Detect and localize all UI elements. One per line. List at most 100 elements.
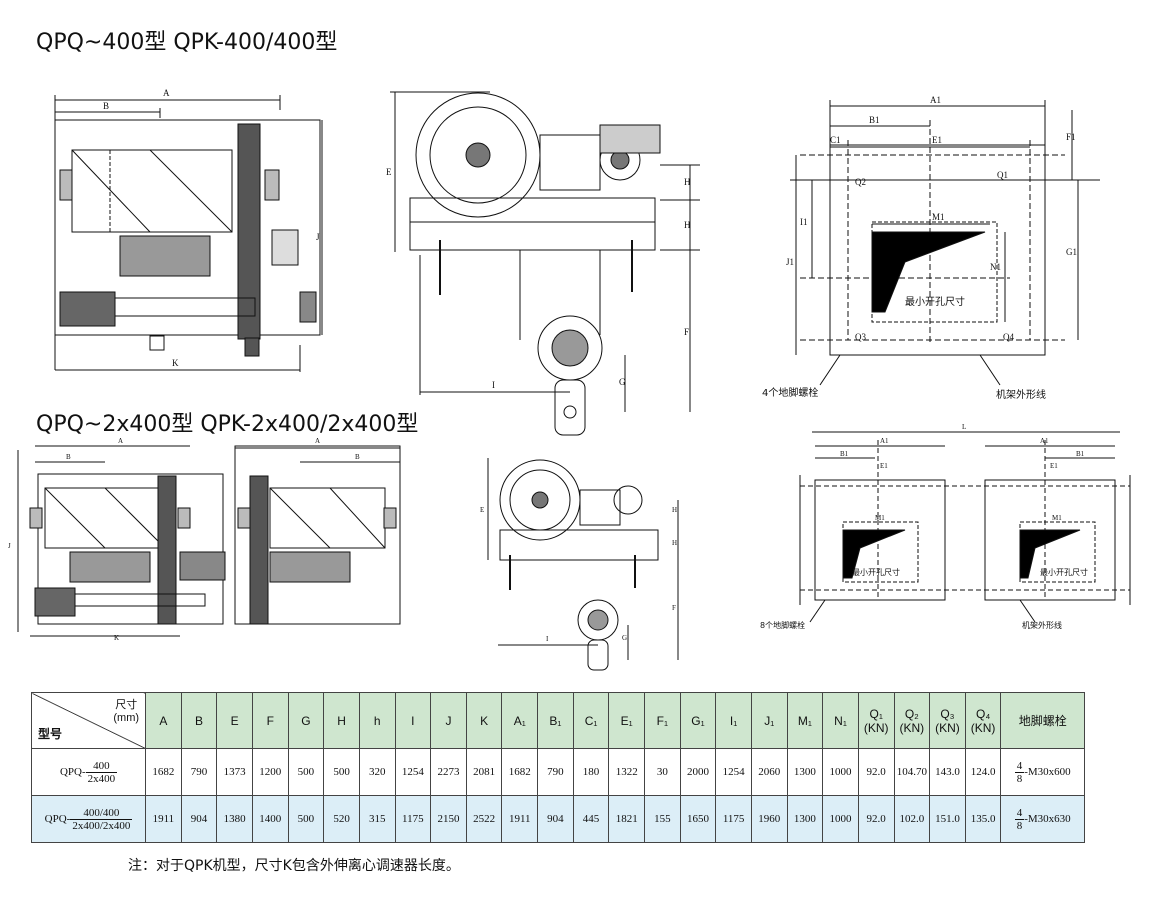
- table-cell: 155: [644, 795, 681, 843]
- table-cell: 1175: [715, 795, 752, 843]
- column-header: M₁: [786, 692, 824, 749]
- column-header: I: [394, 692, 432, 749]
- dim-label-e1-right: E1: [1050, 462, 1058, 470]
- dim-label-h2-double: H: [672, 539, 677, 547]
- dim-label-b1-left: B1: [840, 450, 849, 458]
- dim-label-b-double-left: B: [66, 453, 71, 461]
- table-cell: 2150: [430, 795, 467, 843]
- column-header: B₁: [537, 692, 574, 749]
- min-opening-label-right: 最小开孔尺寸: [1040, 567, 1088, 577]
- dim-label-g: G: [619, 377, 626, 387]
- column-header: E: [216, 692, 253, 749]
- dim-label-m1-left: M1: [875, 514, 885, 522]
- bolt-spec: -M30x600: [1024, 765, 1071, 778]
- table-cell: 790: [180, 748, 218, 796]
- dim-label-b-double-right: B: [355, 453, 360, 461]
- dim-label-n1: N1: [990, 262, 1001, 272]
- model-denominator: 2x400: [87, 772, 116, 785]
- dim-label-e-double: E: [480, 506, 484, 514]
- table-cell: 151.0: [929, 795, 966, 843]
- table-cell: 1373: [216, 748, 253, 796]
- dim-label-g-double: G: [622, 634, 627, 642]
- plan-view-double: [17, 445, 401, 637]
- column-header: F₁: [644, 692, 681, 749]
- table-cell: 1380: [216, 795, 253, 843]
- table-cell: 143.0: [929, 748, 966, 796]
- label-q1: Q1: [997, 170, 1008, 180]
- dim-label-m1: M1: [932, 212, 945, 222]
- column-header: Q₄ (KN): [964, 692, 1002, 749]
- dim-label-a: A: [163, 88, 170, 98]
- table-cell: 904: [537, 795, 574, 843]
- label-q3: Q3: [855, 332, 866, 342]
- table-cell: 2000: [679, 748, 717, 796]
- table-cell: 102.0: [893, 795, 931, 843]
- table-cell: 500: [287, 795, 325, 843]
- footnote: 注：对于QPK机型，尺寸K包含外伸离心调速器长度。: [128, 858, 460, 874]
- corner-dimension-label: 尺寸: [115, 699, 138, 711]
- spec-table-corner: 尺寸(mm) 型号: [30, 692, 147, 749]
- table-cell: 2522: [465, 795, 503, 843]
- foundation-plan-double: [799, 431, 1131, 623]
- dim-label-h2: H: [684, 220, 691, 230]
- table-cell: 92.0: [857, 795, 895, 843]
- model-numerator: 400: [85, 760, 118, 773]
- model-denominator: 2x400/2x400: [72, 819, 131, 832]
- dim-label-e1: E1: [932, 135, 942, 145]
- bolt-spec: -M30x630: [1024, 812, 1071, 825]
- dim-label-a1: A1: [930, 95, 941, 105]
- dim-label-j-double: J: [8, 542, 11, 550]
- dim-label-a-double-left: A: [118, 437, 123, 445]
- table-cell: 1000: [822, 748, 859, 796]
- label-q4: Q4: [1003, 332, 1014, 342]
- dim-label-i-double: I: [546, 635, 549, 643]
- model-prefix: QPQ-: [44, 812, 71, 825]
- dim-label-a-double-right: A: [315, 437, 320, 445]
- column-header: C₁: [572, 692, 610, 749]
- min-opening-label-left: 最小开孔尺寸: [852, 567, 900, 577]
- column-header: G: [287, 692, 325, 749]
- table-cell: 1200: [251, 748, 289, 796]
- table-cell: 135.0: [964, 795, 1002, 843]
- table-cell: 500: [323, 748, 360, 796]
- table-cell: 1322: [608, 748, 646, 796]
- table-cell: 2273: [430, 748, 467, 796]
- table-cell: 790: [537, 748, 574, 796]
- dim-label-h1-double: H: [672, 506, 677, 514]
- corner-model-label: 型号: [38, 727, 63, 741]
- foundation-plan-single: [790, 100, 1100, 386]
- table-cell: 104.70: [893, 748, 931, 796]
- table-cell: 1400: [251, 795, 289, 843]
- column-header: A₁: [501, 692, 539, 749]
- table-cell: 2081: [465, 748, 503, 796]
- table-cell: 1960: [750, 795, 788, 843]
- column-header: G₁: [679, 692, 717, 749]
- bolt-denominator: 8: [1016, 772, 1023, 785]
- column-header: Q₁ (KN): [857, 692, 895, 749]
- table-cell: 1682: [145, 748, 182, 796]
- bolts-4-label: 4个地脚螺栓: [762, 386, 818, 399]
- dim-label-e1-left: E1: [880, 462, 888, 470]
- table-cell: 320: [358, 748, 396, 796]
- column-header: B: [180, 692, 218, 749]
- dim-label-j1: J1: [786, 257, 794, 267]
- table-cell: 1911: [501, 795, 539, 843]
- side-view-double: [487, 458, 679, 671]
- column-header: J₁: [750, 692, 788, 749]
- table-cell: 904: [180, 795, 218, 843]
- dim-label-b: B: [103, 101, 109, 111]
- dim-label-k-double: K: [114, 634, 119, 642]
- column-header: F: [251, 692, 289, 749]
- dim-label-h1: H: [684, 177, 691, 187]
- bolts-8-label: 8个地脚螺栓: [760, 620, 805, 630]
- column-header: H: [323, 692, 360, 749]
- column-header: I₁: [715, 692, 752, 749]
- table-cell: 520: [323, 795, 360, 843]
- column-header: E₁: [608, 692, 646, 749]
- table-cell: 124.0: [964, 748, 1002, 796]
- dim-label-m1-right: M1: [1052, 514, 1062, 522]
